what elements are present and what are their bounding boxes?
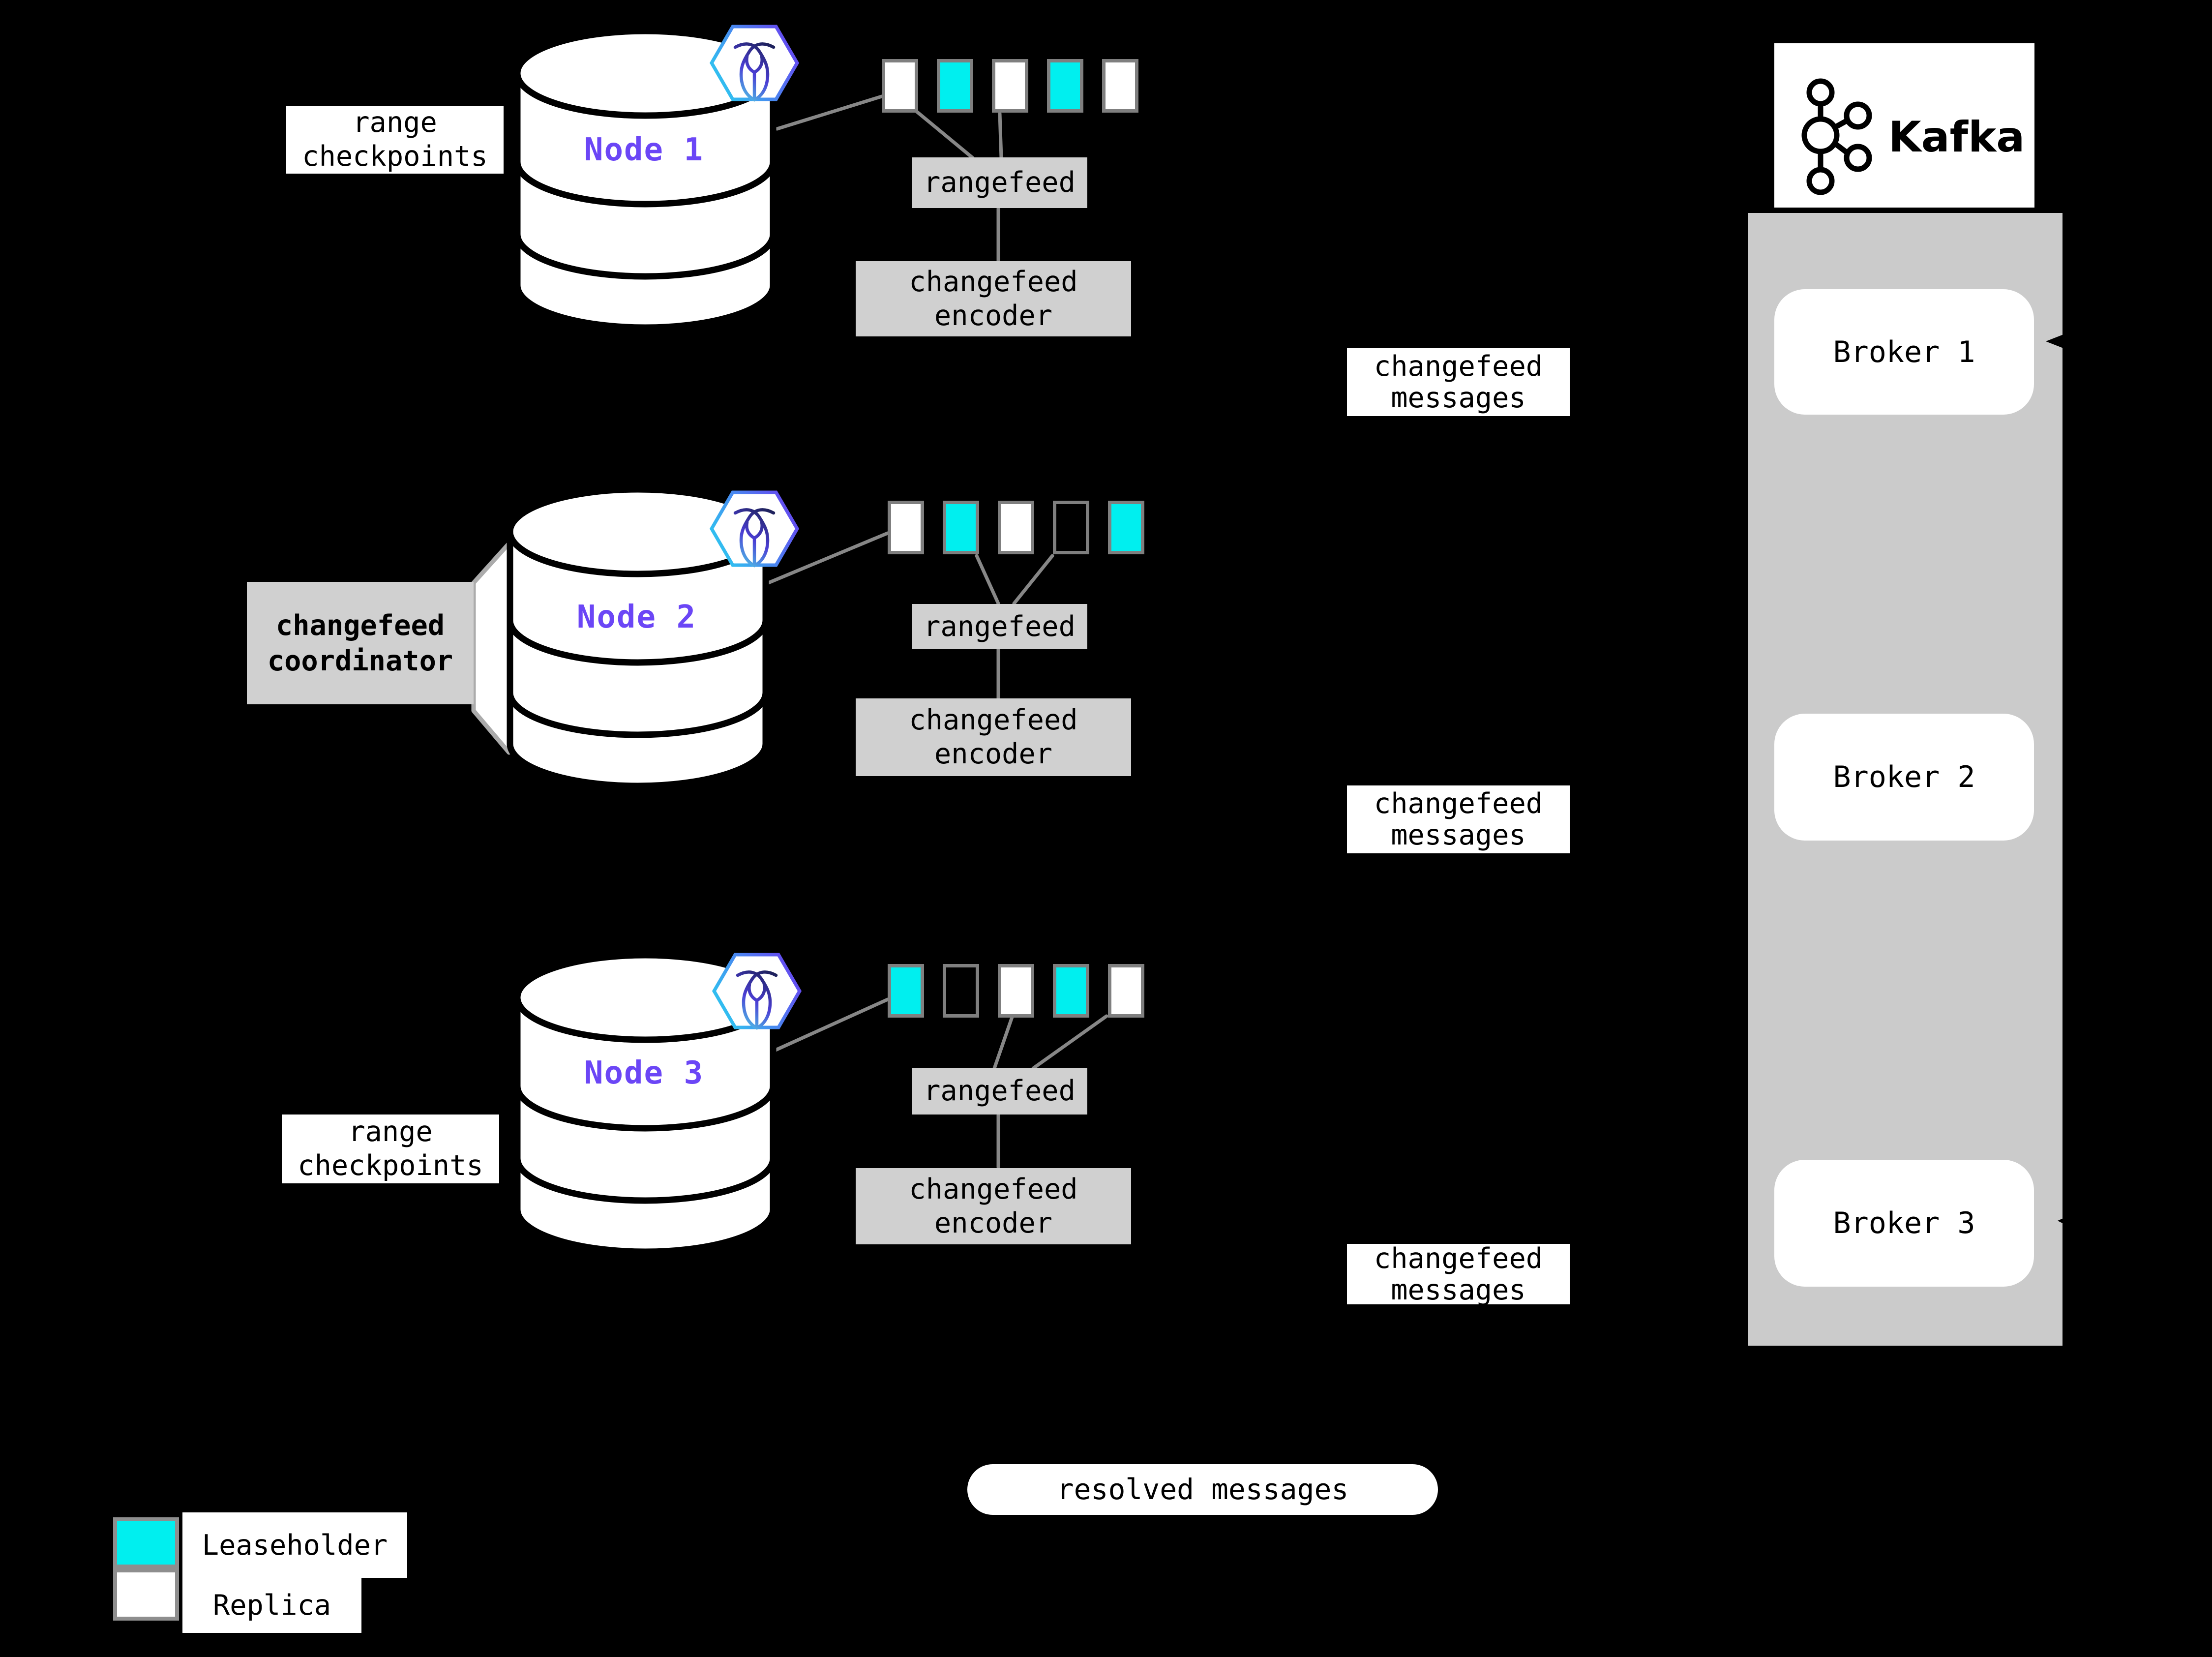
range-block-leaseholder [1053,964,1089,1018]
connector-wires [765,94,1108,1169]
range-row-3 [888,964,1144,1018]
node3-label: Node 3 [584,1055,704,1091]
changefeed-encoder-box-node2: changefeed encoder [856,698,1131,776]
resolved-messages-pill: resolved messages [967,1464,1438,1515]
range-block-leaseholder [937,59,973,113]
range-block-replica [998,501,1034,554]
kafka-icon [1801,78,1872,195]
range-checkpoints-label-node3: range checkpoints [282,1115,499,1183]
changefeed-coordinator-box: changefeed coordinator [247,582,474,704]
legend-leaseholder-swatch [113,1517,179,1568]
changefeed-messages-label-3: changefeed messages [1347,1243,1570,1306]
range-block-leaseholder [1108,501,1144,554]
range-block-empty [943,964,979,1018]
coordinator-callout-pennant [471,541,511,755]
rangefeed-box-node3: rangefeed [912,1068,1087,1115]
kafka-logo-text: Kafka [1888,113,2025,162]
legend-leaseholder-label: Leaseholder [182,1512,407,1578]
range-block-replica [998,964,1034,1018]
range-block-empty [1053,501,1089,554]
changefeed-messages-label-1: changefeed messages [1347,348,1570,416]
changefeed-encoder-box-node3: changefeed encoder [856,1168,1131,1244]
rangefeed-box-node1: rangefeed [912,157,1087,208]
range-block-replica [1108,964,1144,1018]
node1-label: Node 1 [584,132,704,168]
arrowhead-into-broker1 [2046,332,2068,350]
range-block-leaseholder [1047,59,1083,113]
legend-replica-label: Replica [182,1578,361,1633]
changefeed-encoder-box-node1: changefeed encoder [856,261,1131,336]
legend-replica-swatch [113,1568,179,1621]
range-block-replica [992,59,1028,113]
range-block-replica [882,59,918,113]
range-block-replica [1102,59,1138,113]
changefeed-messages-label-2: changefeed messages [1347,785,1570,853]
range-block-leaseholder [888,964,924,1018]
rangefeed-box-node2: rangefeed [912,604,1087,649]
node2-label: Node 2 [576,599,697,635]
broker-1-box: Broker 1 [1774,289,2034,415]
range-block-replica [888,501,924,554]
arrowhead-into-broker3 [2058,1217,2065,1225]
range-block-leaseholder [943,501,979,554]
range-row-2 [888,501,1144,554]
range-checkpoints-label-node1: range checkpoints [286,106,504,174]
broker-3-box: Broker 3 [1774,1160,2034,1287]
broker-2-box: Broker 2 [1774,714,2034,841]
kafka-logo-card: Kafka [1774,43,2034,208]
range-row-1 [882,59,1138,113]
